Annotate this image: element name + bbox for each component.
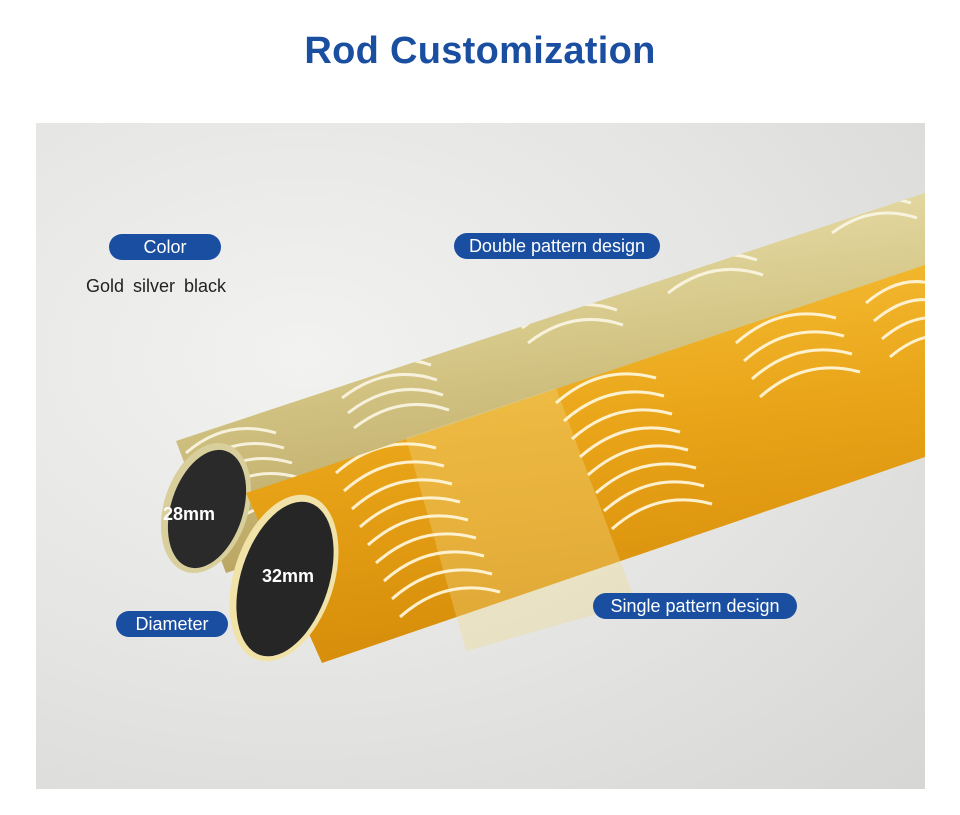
page-title: Rod Customization — [304, 30, 656, 72]
single-pattern-badge: Single pattern design — [593, 593, 797, 619]
product-photo: Color Gold silver black Double pattern d… — [36, 123, 925, 789]
diameter-32mm-label: 32mm — [262, 566, 315, 586]
color-options-text: Gold silver black — [86, 276, 227, 296]
diameter-28mm-label: 28mm — [163, 504, 216, 524]
color-badge: Color — [109, 234, 221, 260]
rod-32mm — [229, 265, 925, 663]
rods-illustration — [161, 193, 925, 663]
double-pattern-badge: Double pattern design — [454, 233, 660, 259]
diameter-badge: Diameter — [116, 611, 228, 637]
